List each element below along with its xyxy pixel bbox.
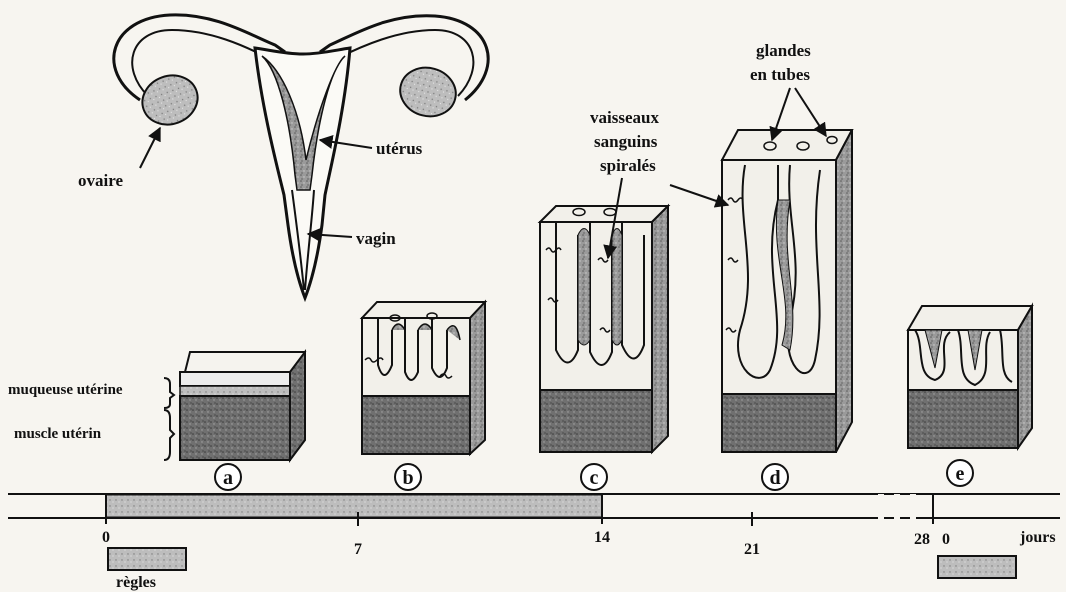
tick-7: 7 (354, 541, 362, 558)
label-muscle: muscle utérin (14, 426, 102, 442)
tick-28: 28 (914, 531, 930, 548)
stage-label-c: c (581, 464, 607, 490)
svg-text:e: e (956, 463, 965, 485)
menses-label: règles (116, 574, 156, 591)
label-vessels-3: spiralés (600, 156, 656, 175)
label-vessels-1: vaisseaux (590, 108, 659, 127)
svg-text:d: d (769, 467, 780, 489)
endometrium-block-d (722, 130, 852, 452)
svg-text:b: b (402, 467, 413, 489)
ovary-left (135, 68, 204, 132)
endometrium-block-a (180, 352, 305, 460)
menses-legend-box (108, 548, 186, 570)
label-mucosa: muqueuse utérine (8, 382, 123, 398)
timeline-unit: jours (1019, 529, 1056, 546)
tick-0-next: 0 (942, 531, 950, 548)
label-vagin: vagin (356, 229, 396, 248)
menstrual-band (106, 495, 602, 517)
label-vessels-2: sanguins (594, 132, 658, 151)
label-uterus: utérus (376, 139, 423, 158)
label-glands-2: en tubes (750, 65, 810, 84)
label-glands-1: glandes (756, 41, 811, 60)
svg-text:a: a (223, 467, 233, 489)
menses-legend-box-next (938, 556, 1016, 578)
tick-21: 21 (744, 541, 760, 558)
svg-text:c: c (590, 467, 599, 489)
endometrium-block-c (540, 206, 668, 452)
stage-label-a: a (215, 464, 241, 490)
uterus-anatomy: ovaire utérus vagin (78, 15, 488, 298)
stage-label-d: d (762, 464, 788, 490)
stage-label-b: b (395, 464, 421, 490)
stage-label-e: e (947, 460, 973, 486)
endometrium-block-b (362, 302, 485, 454)
endometrium-block-e (908, 306, 1032, 448)
ovary-right (395, 62, 462, 123)
tick-14: 14 (594, 529, 610, 546)
tick-0: 0 (102, 529, 110, 546)
label-ovaire: ovaire (78, 171, 123, 190)
cycle-timeline: 0 7 14 21 28 0 jours règles (8, 494, 1060, 591)
